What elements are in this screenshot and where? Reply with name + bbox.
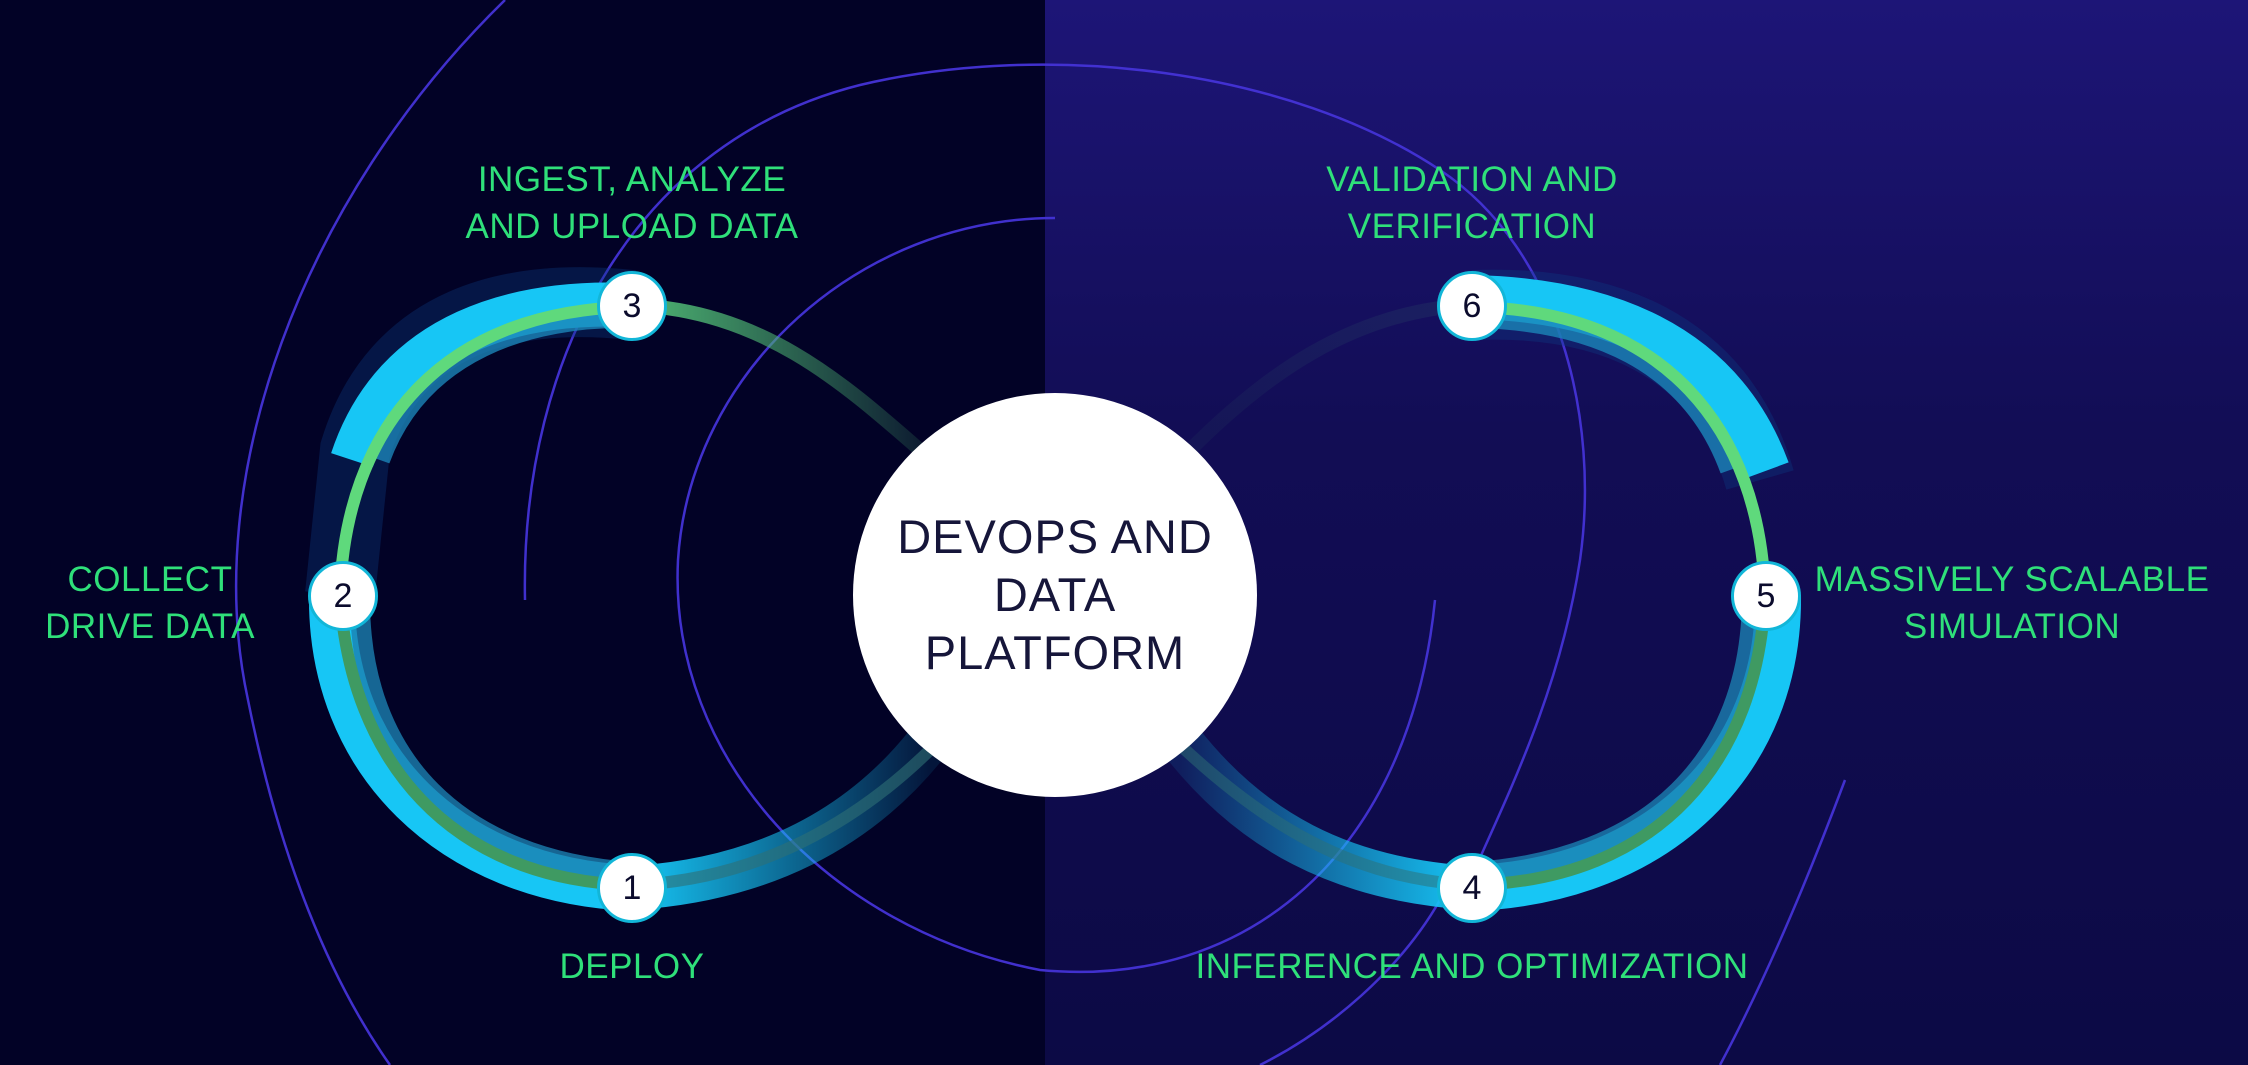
step-6-number: 6 — [1462, 286, 1482, 325]
center-platform-circle: DEVOPS AND DATA PLATFORM — [853, 393, 1257, 797]
center-title-line-2: DATA — [993, 568, 1117, 621]
step-4-label-line-1: INFERENCE AND OPTIMIZATION — [1195, 947, 1749, 986]
step-3-number: 3 — [622, 286, 642, 325]
step-2-node: 2 — [308, 561, 378, 631]
step-1-label-line-1: DEPLOY — [559, 947, 705, 986]
step-5-number: 5 — [1756, 576, 1776, 615]
step-6-label: VALIDATION AND VERIFICATION — [1272, 156, 1672, 250]
step-5-node: 5 — [1731, 561, 1801, 631]
step-4-node: 4 — [1437, 853, 1507, 923]
step-3-label: INGEST, ANALYZE AND UPLOAD DATA — [432, 156, 832, 250]
step-6-node: 6 — [1437, 271, 1507, 341]
step-5-label-line-2: SIMULATION — [1903, 607, 2121, 646]
step-6-label-line-1: VALIDATION AND — [1326, 160, 1618, 199]
step-3-node: 3 — [597, 271, 667, 341]
step-1-number: 1 — [622, 868, 642, 907]
step-5-label: MASSIVELY SCALABLE SIMULATION — [1792, 556, 2232, 650]
step-4-number: 4 — [1462, 868, 1482, 907]
step-1-node: 1 — [597, 853, 667, 923]
step-5-label-line-1: MASSIVELY SCALABLE — [1814, 560, 2210, 599]
step-3-label-line-1: INGEST, ANALYZE — [477, 160, 787, 199]
step-2-number: 2 — [333, 576, 353, 615]
step-2-label-line-2: DRIVE DATA — [45, 607, 255, 646]
step-4-label: INFERENCE AND OPTIMIZATION — [1172, 943, 1772, 990]
center-title-line-3: PLATFORM — [924, 626, 1186, 679]
step-3-label-line-2: AND UPLOAD DATA — [465, 207, 799, 246]
step-6-label-line-2: VERIFICATION — [1347, 207, 1597, 246]
step-1-label: DEPLOY — [432, 943, 832, 990]
step-2-label: COLLECT DRIVE DATA — [20, 556, 280, 650]
step-2-label-line-1: COLLECT — [67, 560, 233, 599]
center-title-line-1: DEVOPS AND — [897, 510, 1213, 563]
